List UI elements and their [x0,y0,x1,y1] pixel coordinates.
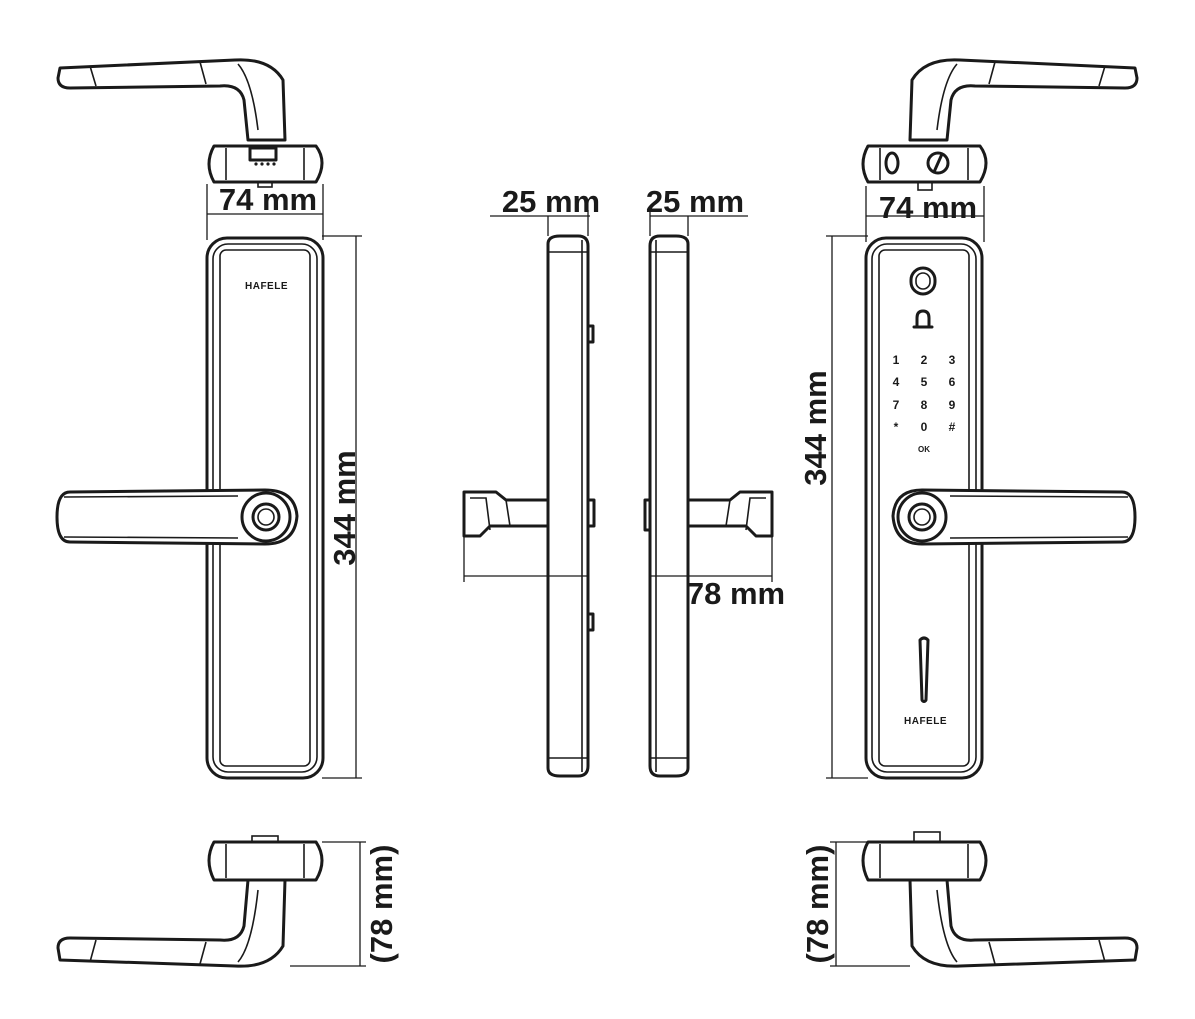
handle-top-view [56,58,287,142]
dim-label-78mm: 78 mm [687,576,785,611]
front-brand-logo: HAFELE [904,716,947,727]
dim-label-344mm-right: 344 mm [798,370,833,485]
panel-top-block-right [861,144,988,184]
spindle-cap [248,146,278,162]
panel-top-block [207,144,324,184]
dim-344mm-left: 344 mm [322,235,362,779]
back-lever-handle [55,488,299,546]
dim-label-25mm-left: 25 mm [502,184,600,219]
dim-label-74mm-right: 74 mm [879,190,977,225]
back-rosette [240,491,292,543]
side-profile-left [546,234,590,778]
side-profile-right [648,234,690,778]
dim-label-78mm-bottom-left: (78 mm) [364,845,399,964]
key-4[interactable]: 4 [893,375,900,389]
panel-bottom-block [207,840,324,882]
key-9[interactable]: 9 [949,398,956,412]
bottom-view-front [861,831,1139,968]
dim-78mm: 78 mm [650,536,785,611]
front-panel-view: 1 2 3 4 5 6 7 8 9 * 0 # OK HAFELE [864,236,1137,780]
thumb-turn-icon [884,151,900,175]
back-spindle [251,502,281,532]
key-6[interactable]: 6 [949,375,956,389]
key-7[interactable]: 7 [893,398,900,412]
key-ok[interactable]: OK [918,445,930,454]
dim-74mm-right: 74 mm [865,186,985,242]
fingerprint-icon [909,266,937,296]
side-handle-right [686,490,774,538]
key-3[interactable]: 3 [949,353,956,367]
bell-icon [912,309,934,329]
dim-label-74mm-left: 74 mm [219,182,317,217]
top-view-back [56,58,324,188]
card-reader-icon [918,636,930,703]
front-lever-handle [891,488,1137,546]
dim-74mm-left: 74 mm [206,182,324,240]
back-panel-view: HAFELE [55,236,325,780]
handle-bottom-view-right [908,878,1139,968]
side-view-left [462,234,596,778]
key-5[interactable]: 5 [921,375,928,389]
dim-78mm-bottom-left: (78 mm) [290,841,399,967]
key-8[interactable]: 8 [921,398,928,412]
side-view-right [643,234,774,778]
dim-78mm-bottom-right: (78 mm) [800,841,910,967]
dim-25mm-left: 25 mm [490,184,600,236]
back-brand-logo: HAFELE [245,281,288,292]
dim-344mm-right: 344 mm [798,235,868,779]
panel-bottom-block-right [861,840,988,882]
dim-label-344mm-left: 344 mm [327,450,362,565]
key-hash[interactable]: # [949,420,956,434]
side-handle-left [462,490,550,538]
keypad: 1 2 3 4 5 6 7 8 9 * 0 # OK [893,353,956,454]
usb-port-icon [254,162,276,166]
key-0[interactable]: 0 [921,420,928,434]
handle-bottom-view [56,878,287,968]
key-1[interactable]: 1 [893,353,900,367]
dim-label-25mm-right: 25 mm [646,184,744,219]
bottom-view-back [56,835,324,968]
key-cylinder-icon [926,151,950,175]
top-view-front [861,58,1139,191]
handle-top-view-right [908,58,1139,142]
dim-78mm-left-line [463,536,588,582]
dim-25mm-right: 25 mm [646,184,748,236]
front-rosette [896,491,948,543]
dim-label-78mm-bottom-right: (78 mm) [800,845,835,964]
key-2[interactable]: 2 [921,353,928,367]
key-star[interactable]: * [894,420,899,434]
front-cylinder [907,502,937,532]
